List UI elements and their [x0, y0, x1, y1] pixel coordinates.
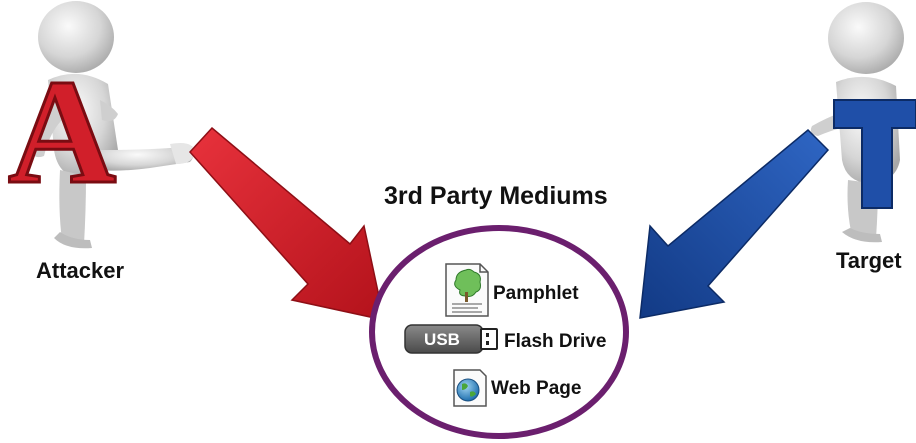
- attacker-kicking-leg: [100, 146, 194, 171]
- target-foot: [842, 228, 882, 243]
- target-arrow: [639, 128, 830, 319]
- target-badge: T: [833, 99, 916, 209]
- attacker-foot: [170, 143, 194, 164]
- attacker-head: [38, 1, 114, 73]
- target-letter-shape: [833, 99, 916, 209]
- target-label: Target: [836, 248, 902, 273]
- web-page-label: Web Page: [491, 378, 582, 399]
- usb-icon-text: USB: [424, 330, 460, 349]
- attacker-front-arm: [100, 100, 118, 122]
- attacker-standing-leg: [59, 170, 86, 244]
- diagram-title: 3rd Party Mediums: [384, 182, 608, 210]
- attacker-back-arm: [30, 100, 66, 158]
- attacker-figure: [30, 1, 194, 249]
- attacker-label: Attacker: [36, 258, 125, 283]
- pamphlet-label: Pamphlet: [493, 283, 579, 304]
- globe-icon: [453, 369, 487, 407]
- attacker-arrow: [188, 126, 385, 321]
- attacker-badge: A: [7, 48, 118, 217]
- mediums-ellipse: [369, 225, 629, 439]
- usb-drive-icon: USB: [404, 324, 498, 354]
- flash-drive-label: Flash Drive: [504, 331, 607, 352]
- pamphlet-icon: [445, 263, 489, 317]
- target-head: [828, 2, 904, 74]
- attacker-standing-foot: [54, 232, 92, 249]
- attacker-letter: A: [8, 49, 116, 215]
